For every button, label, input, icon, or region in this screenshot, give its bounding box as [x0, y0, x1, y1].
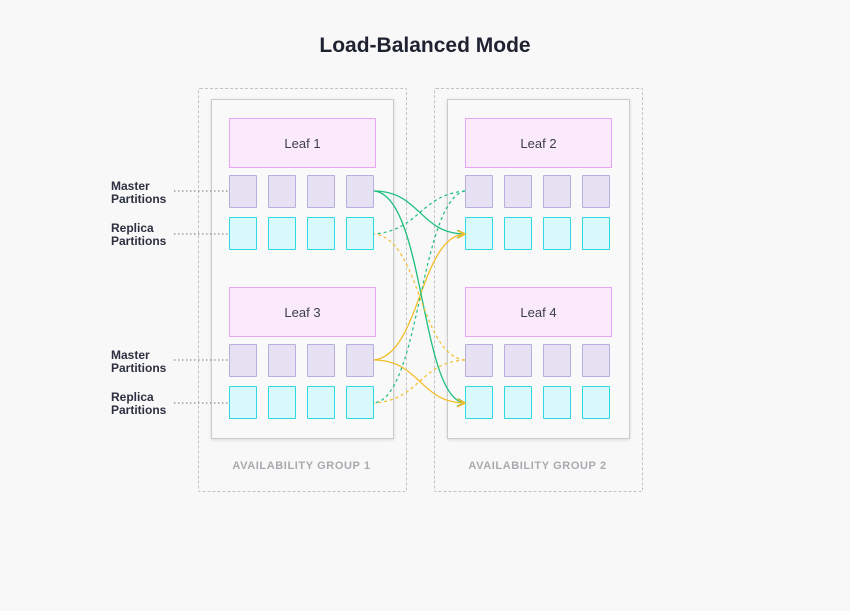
partition-master: [504, 344, 532, 377]
link-dashed-green: [373, 190, 466, 235]
master-partitions-label-top: Master Partitions: [111, 179, 167, 206]
partition-master: [268, 344, 296, 377]
partition-replica: [465, 217, 493, 250]
partition-replica: [346, 386, 374, 419]
partition-replica: [229, 386, 257, 419]
partition-master: [465, 175, 493, 208]
diagram-title: Load-Balanced Mode: [319, 34, 531, 57]
partition-master: [268, 175, 296, 208]
link-solid-green: [373, 190, 465, 403]
partition-replica: [543, 386, 571, 419]
partition-replica: [465, 386, 493, 419]
partition-master: [307, 344, 335, 377]
partition-master: [346, 344, 374, 377]
link-dashed-yellow: [373, 359, 466, 404]
availability-group-1-label: AVAILABILITY GROUP 1: [232, 460, 371, 472]
partition-replica: [504, 386, 532, 419]
leaf-1: Leaf 1: [229, 118, 376, 168]
partition-replica: [307, 386, 335, 419]
partition-master: [582, 175, 610, 208]
partition-replica: [268, 386, 296, 419]
partition-replica: [582, 217, 610, 250]
partition-replica: [346, 217, 374, 250]
partition-master: [346, 175, 374, 208]
partition-master: [543, 175, 571, 208]
replica-partitions-label-top: Replica Partitions: [111, 221, 167, 248]
replica-partitions-label-bottom: Replica Partitions: [111, 390, 167, 417]
partition-master: [307, 175, 335, 208]
partition-replica: [229, 217, 257, 250]
partition-replica: [582, 386, 610, 419]
availability-group-2-label: AVAILABILITY GROUP 2: [468, 460, 607, 472]
leaf-3: Leaf 3: [229, 287, 376, 337]
link-solid-yellow: [373, 234, 465, 361]
link-solid-yellow: [373, 359, 465, 403]
master-partitions-label-bottom: Master Partitions: [111, 348, 167, 375]
partition-master: [229, 344, 257, 377]
partition-master: [504, 175, 532, 208]
partition-master: [465, 344, 493, 377]
leaf-4: Leaf 4: [465, 287, 612, 337]
partition-replica: [504, 217, 532, 250]
partition-master: [582, 344, 610, 377]
availability-group-1: [198, 88, 407, 492]
link-dashed-yellow: [373, 233, 466, 361]
availability-group-2: [434, 88, 643, 492]
leaf-2: Leaf 2: [465, 118, 612, 168]
partition-master: [543, 344, 571, 377]
partition-replica: [543, 217, 571, 250]
partition-replica: [307, 217, 335, 250]
partition-master: [229, 175, 257, 208]
partition-replica: [268, 217, 296, 250]
